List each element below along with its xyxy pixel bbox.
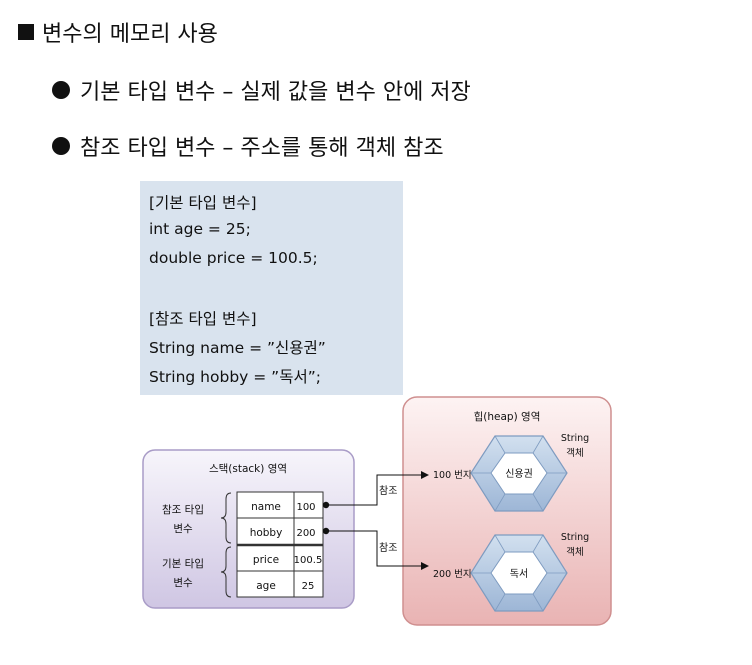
heap-object-1: 신용권 100 번지 String 객체 (433, 433, 589, 512)
object-type: 객체 (566, 448, 583, 459)
stack-title: 스택(stack) 영역 (209, 463, 287, 475)
code-line: [기본 타입 변수] (149, 194, 257, 212)
bullet-reference: 참조 타입 변수 – 주소를 통해 객체 참조 (52, 130, 444, 162)
arrow-label: 참조 (379, 485, 397, 497)
circle-bullet-icon (52, 137, 70, 155)
bullet-primitive-text: 기본 타입 변수 – 실제 값을 변수 안에 저장 (80, 80, 471, 105)
code-box: [기본 타입 변수] int age = 25; double price = … (140, 181, 403, 395)
code-line: [참조 타입 변수] (149, 310, 257, 328)
table-row: 100 (296, 502, 315, 513)
object-address: 200 번지 (433, 569, 472, 580)
table-row: age (256, 580, 276, 592)
brace-icon (220, 492, 232, 544)
table-row: hobby (250, 527, 283, 539)
group-label: 참조 타입 (162, 503, 204, 516)
square-bullet-icon (18, 24, 34, 40)
bullet-reference-text: 참조 타입 변수 – 주소를 통해 객체 참조 (80, 136, 444, 161)
circle-bullet-icon (52, 81, 70, 99)
reference-arrow-1: 참조 (322, 471, 429, 509)
object-content: 신용권 (505, 468, 533, 480)
object-content: 독서 (510, 568, 528, 580)
table-row: price (253, 554, 279, 566)
arrow-label: 참조 (379, 542, 397, 554)
heap-title: 힙(heap) 영역 (474, 411, 541, 423)
table-row: 25 (302, 581, 315, 592)
group-label: 변수 (173, 577, 193, 589)
heap-object-2: 독서 200 번지 String 객체 (433, 532, 589, 612)
code-line: int age = 25; (149, 220, 251, 238)
table-row: name (251, 501, 281, 513)
object-type: String (561, 433, 589, 444)
object-type: 객체 (566, 547, 583, 558)
group-label: 변수 (173, 523, 193, 535)
stack-table: name 100 hobby 200 price 100.5 age 25 (236, 491, 324, 598)
code-line: String hobby = ”독서”; (149, 368, 321, 386)
group-label: 기본 타입 (162, 557, 204, 570)
code-line: double price = 100.5; (149, 249, 318, 267)
brace-icon (220, 546, 232, 598)
object-type: String (561, 532, 589, 543)
bullet-primitive: 기본 타입 변수 – 실제 값을 변수 안에 저장 (52, 74, 471, 106)
section-heading: 변수의 메모리 사용 (18, 16, 218, 48)
object-address: 100 번지 (433, 470, 472, 481)
table-row: 100.5 (294, 555, 323, 566)
heading-text: 변수의 메모리 사용 (42, 22, 218, 47)
table-row: 200 (296, 528, 315, 539)
code-line: String name = ”신용권” (149, 339, 326, 357)
reference-arrow-2: 참조 (322, 527, 429, 570)
